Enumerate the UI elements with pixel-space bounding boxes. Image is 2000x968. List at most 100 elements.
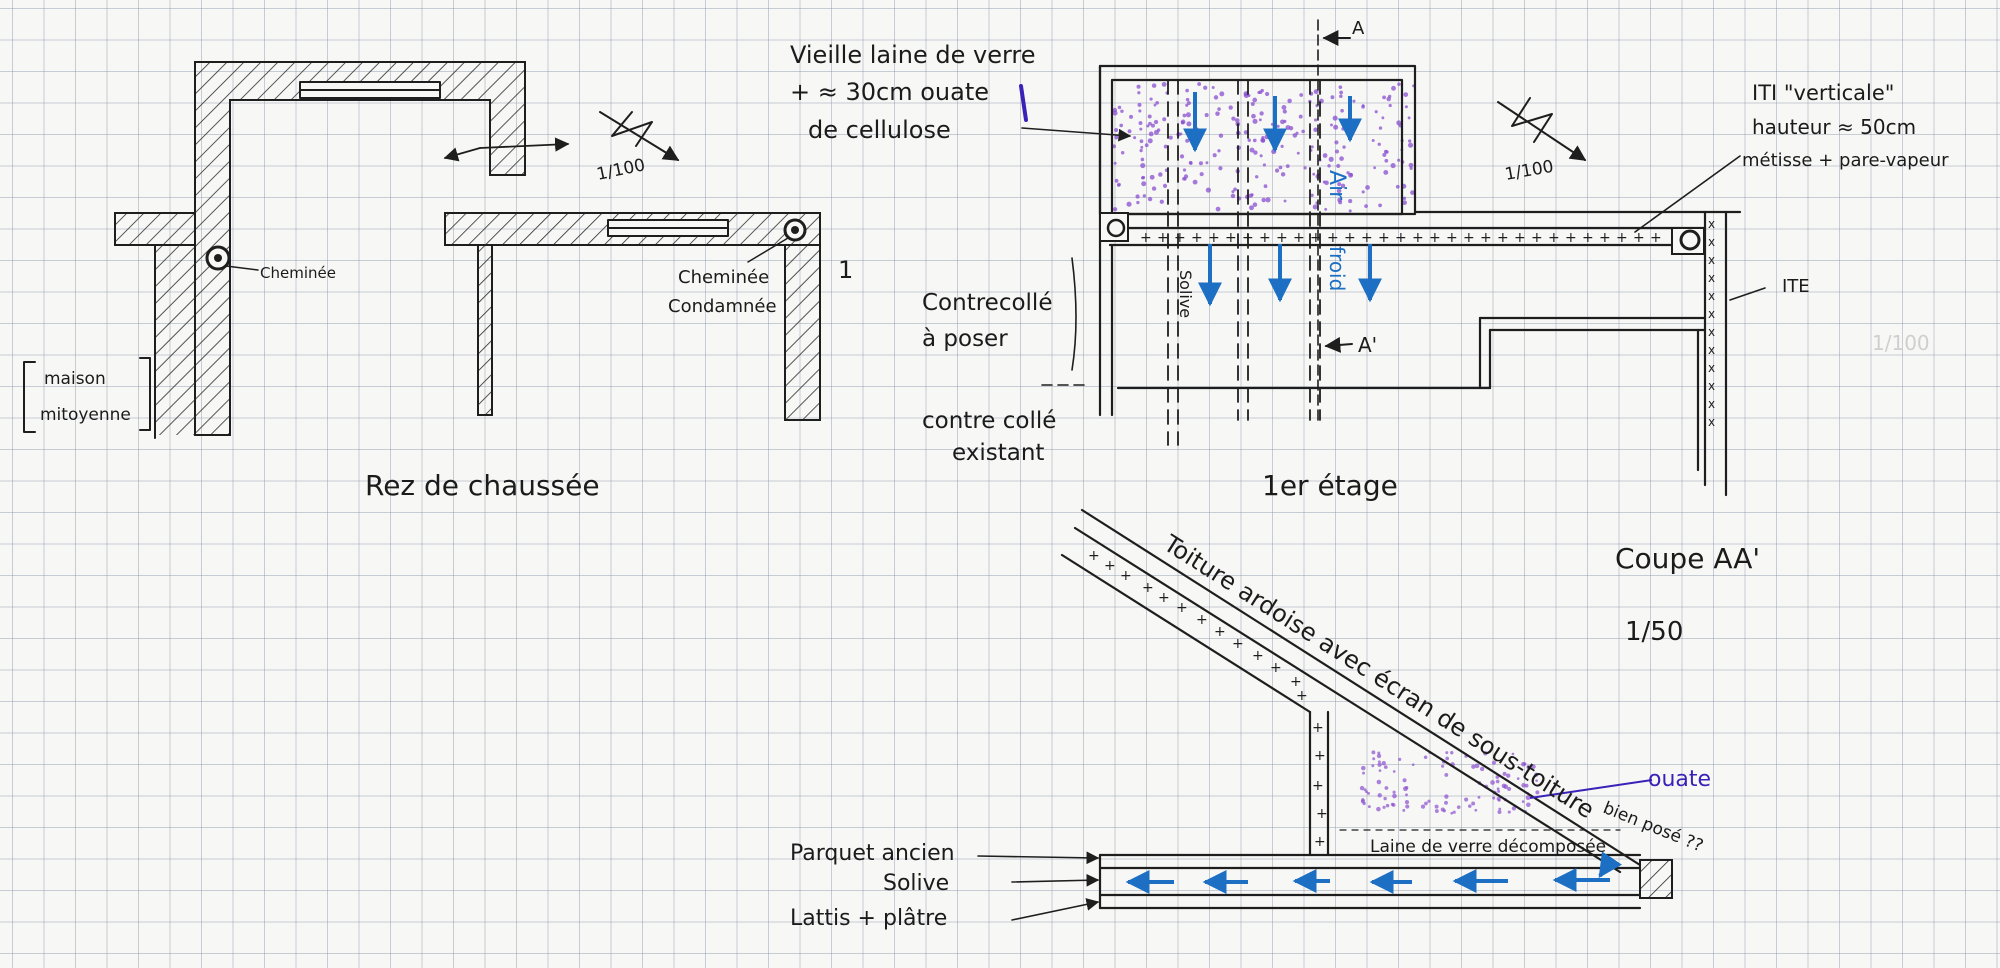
insulation-dot <box>1251 113 1256 119</box>
insulation-dot <box>1383 765 1388 769</box>
insulation-dot <box>1388 103 1392 108</box>
insulation-dot <box>1492 796 1496 800</box>
insulation-dot <box>1337 197 1342 203</box>
air-label: Air <box>1324 170 1349 201</box>
insulation-dot <box>1151 83 1157 88</box>
section-a-prime-label: A' <box>1358 333 1377 357</box>
insulation-dot <box>1313 127 1318 133</box>
purple-marker-stroke <box>1019 84 1028 122</box>
insulation-dot <box>1153 103 1157 107</box>
ite-mark: x <box>1708 379 1715 393</box>
insulation-dot <box>1337 182 1342 187</box>
north-arrow-ground-icon <box>599 111 680 161</box>
insulation-dot <box>1408 162 1414 168</box>
insulation-dot <box>1231 190 1235 194</box>
insulation-dot <box>1285 125 1291 130</box>
insulation-dot <box>1340 183 1346 189</box>
insulation-dot <box>1507 810 1511 814</box>
insulation-dot <box>1373 166 1377 170</box>
insulation-dot <box>1185 103 1189 107</box>
insulation-dot <box>1378 769 1382 772</box>
insulation-dot <box>1526 802 1531 808</box>
insulation-dot <box>1158 172 1163 177</box>
cross-mark: + <box>1531 230 1543 246</box>
insulation-dot <box>1140 157 1145 162</box>
insulation-dot <box>1264 134 1270 140</box>
insulation-dot <box>1445 751 1449 755</box>
insulation-dot <box>1385 803 1390 808</box>
insulation-dot <box>1189 161 1193 165</box>
cross-mark: + <box>1259 230 1271 246</box>
insulation-dot <box>1521 800 1525 804</box>
section-aa: ++++++++++++++++++ Toiture ardoise avec … <box>790 508 1760 931</box>
ground-floor-front-wall <box>444 212 821 246</box>
insulation-dot <box>1295 131 1299 135</box>
insulation-dot <box>1474 763 1480 769</box>
insulation-dot <box>1434 809 1439 813</box>
insulation-dot <box>1182 113 1187 118</box>
insulation-dot <box>1322 153 1328 158</box>
cross-mark: + <box>1120 568 1132 584</box>
ite-mark: x <box>1708 325 1715 339</box>
cross-mark: + <box>1514 230 1526 246</box>
ground-floor-mark: 1 <box>838 256 853 284</box>
insulation-dot <box>1497 789 1501 793</box>
insulation-dot <box>1114 178 1119 183</box>
insulation-dot <box>1377 751 1381 755</box>
insulation-dot <box>1250 193 1254 197</box>
insulation-dot <box>1261 197 1266 203</box>
insulation-dot <box>1280 144 1284 148</box>
insulation-dot <box>1410 190 1415 195</box>
insulation-dot <box>1348 209 1352 213</box>
insulation-dot <box>1405 804 1410 809</box>
insulation-dot <box>1257 90 1261 95</box>
insulation-dot <box>1283 199 1287 203</box>
cross-mark: + <box>1225 230 1237 246</box>
insulation-dot <box>1114 135 1119 140</box>
insulation-dot <box>1138 109 1142 113</box>
insulation-dot <box>1501 783 1507 789</box>
insulation-dot <box>1383 169 1389 175</box>
insulation-dot <box>1136 84 1141 89</box>
insulation-dot <box>1526 765 1531 770</box>
insulation-dot <box>1450 811 1454 815</box>
insulation-dot <box>1296 151 1300 155</box>
insulation-dot <box>1148 131 1154 137</box>
cross-mark: + <box>1140 230 1152 246</box>
first-floor-chimney-right-icon <box>1679 229 1701 251</box>
insulation-dot <box>1391 803 1396 807</box>
insulation-dot <box>1149 174 1155 180</box>
insulation-dot <box>1397 82 1401 87</box>
insulation-dot <box>1137 102 1142 107</box>
cross-mark: + <box>1158 590 1170 606</box>
insulation-dot <box>1146 124 1150 128</box>
insulation-dot <box>1444 794 1449 799</box>
neighbour-wall-hatch <box>155 245 195 435</box>
insulation-dot <box>1149 97 1153 101</box>
chimney-right-core <box>791 226 799 234</box>
ite-mark: x <box>1708 289 1715 303</box>
cold-air-arrows <box>1183 92 1382 307</box>
insulation-dot <box>1162 183 1168 188</box>
iti-note-3: métisse + pare-vapeur <box>1742 150 1949 171</box>
insulation-dot <box>1336 188 1342 194</box>
insulation-dot <box>1496 787 1500 791</box>
insulation-dot <box>1377 793 1382 798</box>
insulation-dot <box>1409 166 1413 170</box>
ground-floor-window-top <box>299 81 441 99</box>
insulation-dot <box>1395 184 1400 189</box>
insulation-dot <box>1234 118 1240 123</box>
insulation-dot <box>1339 90 1344 95</box>
insulation-dot <box>1391 85 1396 91</box>
insulation-dot <box>1299 93 1304 97</box>
insulation-dot <box>1243 130 1248 135</box>
cellulose-insulation-fill <box>1112 81 1416 213</box>
insulation-dot <box>1361 105 1365 109</box>
insulation-dot <box>1179 132 1183 136</box>
insulation-dot <box>1408 139 1412 143</box>
insulation-dot <box>1119 123 1124 128</box>
insulation-dot <box>1161 81 1167 87</box>
section-title: Coupe AA' <box>1615 542 1760 575</box>
iti-note-2: hauteur ≈ 50cm <box>1752 115 1916 139</box>
